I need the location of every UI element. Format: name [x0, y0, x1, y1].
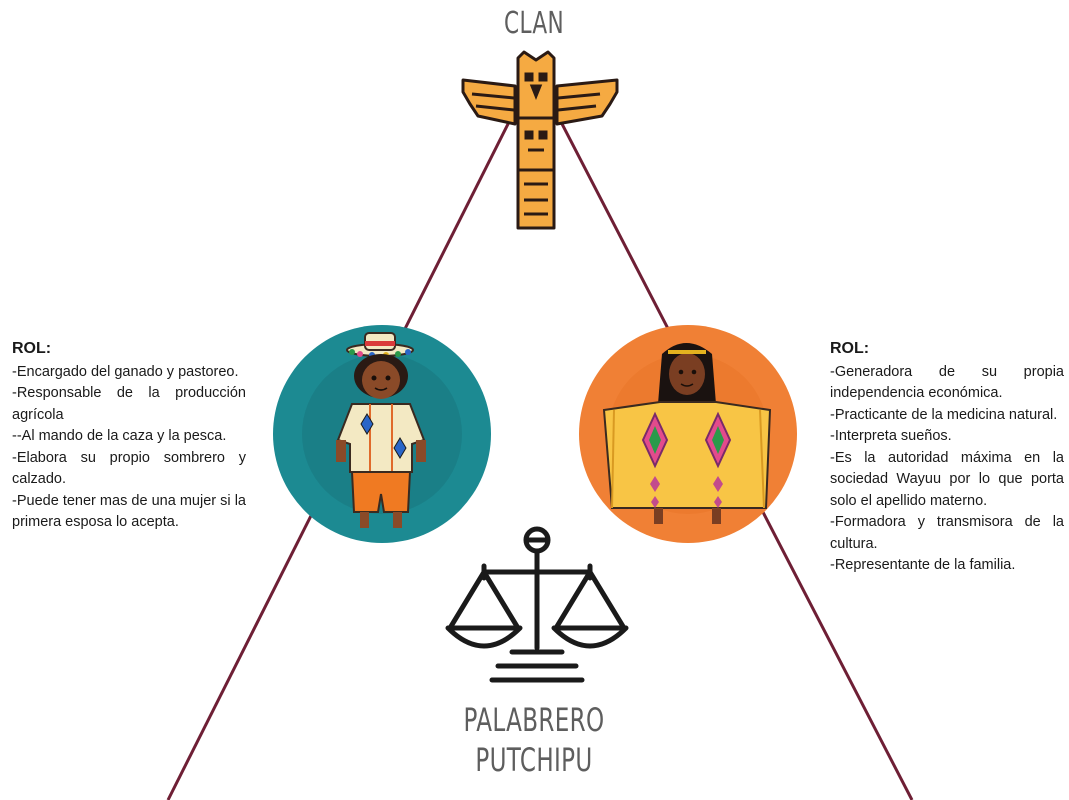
- rol-left-line: -Encargado del ganado y pastoreo.: [12, 363, 239, 380]
- totem-body: [516, 116, 556, 172]
- woman-manta: [602, 401, 772, 509]
- rol-right-line: -Representante de la familia.: [830, 557, 1016, 573]
- rol-right-line: -Practicante de la medicina natural.: [830, 406, 1058, 423]
- wayuu-man-illustration: [273, 325, 491, 543]
- rol-right-line: -Interpreta sueños.: [830, 428, 952, 444]
- rol-right-heading: ROL:: [830, 340, 870, 357]
- rol-left-line: -Elabora su propio sombrero y calzado.: [12, 449, 246, 488]
- totem-details: [471, 72, 601, 216]
- man-pants: [350, 471, 412, 513]
- scale-right-pan: [551, 625, 629, 649]
- clan-title: CLAN: [503, 6, 564, 41]
- rol-right-line: -Formadora y transmisora de la cultura.: [830, 514, 1064, 552]
- rol-left-line: --Al mando de la caza y la pesca.: [12, 428, 227, 444]
- totem-right-wing: [555, 78, 619, 126]
- woman-face: [669, 353, 705, 395]
- rol-left-block: ROL: -Encargado del ganado y pastoreo. -…: [12, 338, 246, 534]
- rol-right-block: ROL: -Generadora de su propia independen…: [830, 338, 1064, 577]
- palabrero-title-line-1: PALABRERO: [463, 701, 605, 739]
- man-face: [362, 361, 400, 399]
- palabrero-title-line-2: PUTCHIPU: [475, 741, 593, 779]
- palabrero-title: PALABRERO PUTCHIPU: [462, 700, 606, 780]
- totem-left-wing: [461, 78, 517, 126]
- rol-left-line: -Responsable de la producción agrícola: [12, 385, 246, 423]
- man-shirt: [336, 403, 426, 473]
- scale-left-pan: [445, 625, 523, 649]
- rol-right-line: -Es la autoridad máxima en la sociedad W…: [830, 449, 1064, 509]
- rol-right-line: -Generadora de su propia independencia e…: [830, 363, 1064, 402]
- rol-left-heading: ROL:: [12, 340, 52, 357]
- wayuu-woman-illustration: [579, 325, 797, 543]
- rol-left-line: -Puede tener mas de una mujer si la prim…: [12, 492, 246, 531]
- balance-scale-icon: [445, 526, 629, 683]
- totem-icon: [461, 50, 619, 230]
